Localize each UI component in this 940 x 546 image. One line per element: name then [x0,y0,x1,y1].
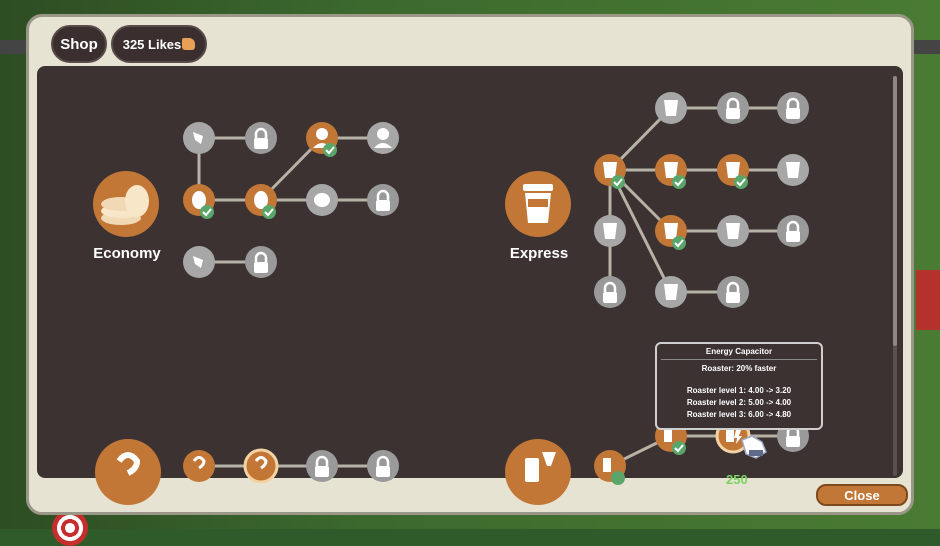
lock-icon[interactable] [367,184,399,216]
background-target [52,510,88,546]
roaster-category-icon [505,439,571,505]
express-node-cup3[interactable] [717,215,749,247]
lock-icon[interactable] [594,276,626,308]
economy-category-icon [93,171,159,237]
tooltip-subtitle: Roaster: 20% faster [701,364,777,373]
lock-icon[interactable] [245,246,277,278]
lock-icon[interactable] [717,276,749,308]
express-node-cup5[interactable] [655,276,687,308]
economy-node-egg3[interactable] [306,184,338,216]
close-button-label: Close [844,487,880,503]
economy-node-hand[interactable] [183,122,215,154]
upgrade-tree [93,92,809,505]
mystery-category-icon [95,439,161,505]
express-node-cup-root[interactable] [594,154,626,189]
likes-label: 325 Likes [122,36,182,52]
close-button[interactable]: Close [816,484,908,506]
economy-node-owner[interactable] [306,122,338,157]
express-node-cup2[interactable] [777,154,809,186]
mystery-node-2[interactable] [243,448,279,484]
background-building [916,270,940,330]
economy-node-person[interactable] [367,122,399,154]
shop-panel: Shop 325 Likes [26,14,914,515]
category-label-express: Express [509,245,569,262]
express-node-cup-owned2[interactable] [717,154,749,189]
tooltip-line: Roaster level 2: 5.00 -> 4.00 [686,398,792,407]
express-node-cup-owned[interactable] [655,154,687,189]
mystery-node-1[interactable] [183,450,215,482]
shop-tab[interactable]: Shop [51,25,107,63]
economy-node-egg2[interactable] [245,184,277,219]
likes-counter: 325 Likes [111,25,207,63]
lock-icon[interactable] [777,215,809,247]
upgrade-cost: 250 [726,472,748,487]
thumbs-up-icon [182,38,196,50]
tooltip-title: Energy Capacitor [661,344,817,360]
lock-icon[interactable] [777,92,809,124]
express-node-cup[interactable] [655,92,687,124]
tooltip-line: Roaster level 1: 4.00 -> 3.20 [686,386,792,395]
shop-tab-label: Shop [60,35,98,53]
upgrade-tooltip: Energy Capacitor Roaster: 20% faster Roa… [655,342,823,430]
tooltip-line: Roaster level 3: 6.00 -> 4.80 [686,410,792,419]
lock-icon[interactable] [717,92,749,124]
economy-node-hand2[interactable] [183,246,215,278]
express-node-cup-owned3[interactable] [655,215,687,250]
roaster-node-root[interactable] [594,450,626,485]
economy-edges [197,136,383,468]
upgrade-tree-area: Economy Express Energy Capacitor Roaster… [37,66,903,505]
lock-icon[interactable] [245,122,277,154]
economy-node-egg[interactable] [183,184,215,219]
express-node-cup4[interactable] [594,215,626,247]
lock-icon[interactable] [306,450,338,482]
category-label-economy: Economy [93,245,161,262]
express-category-icon [505,171,571,237]
scrollbar-thumb[interactable] [893,76,897,346]
hand-cursor-icon [741,435,767,459]
lock-icon[interactable] [367,450,399,482]
